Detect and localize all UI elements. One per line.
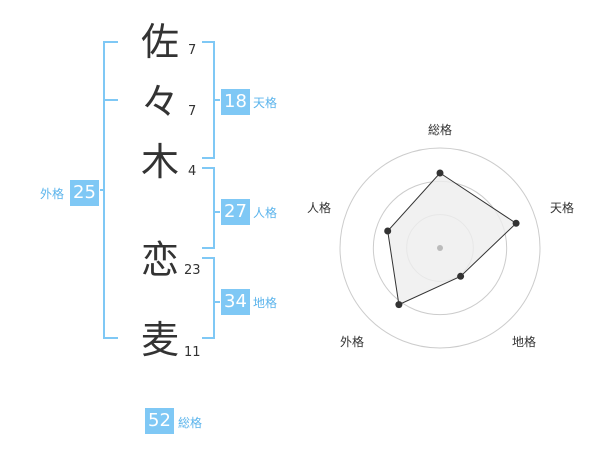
radar-axis-label-gaikaku: 外格 <box>340 335 365 349</box>
soukaku-badge: 52 <box>145 408 174 434</box>
radar-axis-label-chikaku: 地格 <box>512 335 537 349</box>
stroke-count-2: 7 <box>188 104 197 119</box>
stroke-count-5: 11 <box>184 345 201 360</box>
stroke-count-1: 7 <box>188 43 197 58</box>
jinkaku-label: 人格 <box>253 206 278 220</box>
radar-center-dot <box>437 245 443 251</box>
radar-axis-label-jinkaku: 人格 <box>307 201 332 215</box>
tenkaku-badge: 18 <box>221 89 250 115</box>
name-char-1: 佐 <box>140 20 179 64</box>
radar-ring <box>339 147 541 349</box>
gaikaku-label: 外格 <box>40 187 65 201</box>
chikaku-badge: 34 <box>221 289 250 315</box>
jinkaku-bracket <box>202 167 215 249</box>
soukaku-label: 総格 <box>178 416 203 430</box>
tenkaku-label: 天格 <box>253 96 278 110</box>
radar-point-2 <box>457 272 465 280</box>
radar-point-3 <box>395 301 403 309</box>
gaikaku-badge: 25 <box>70 180 99 206</box>
jinkaku-badge: 27 <box>221 199 250 225</box>
radar-point-4 <box>384 227 392 235</box>
chikaku-bracket <box>202 257 215 339</box>
name-char-2: 々 <box>140 80 179 124</box>
stroke-count-3: 4 <box>188 164 197 179</box>
radar-point-1 <box>512 219 520 227</box>
chikaku-label: 地格 <box>253 296 278 310</box>
name-char-4: 恋 <box>140 238 179 282</box>
radar-axis-label-tenkaku: 天格 <box>550 201 575 215</box>
stroke-count-4: 23 <box>184 263 201 278</box>
radar-point-0 <box>436 169 444 177</box>
radar-series-polygon <box>387 172 517 306</box>
name-char-3: 木 <box>140 140 179 184</box>
radar-axis-label-soukaku: 総格 <box>428 123 453 137</box>
name-char-5: 麦 <box>140 318 179 362</box>
